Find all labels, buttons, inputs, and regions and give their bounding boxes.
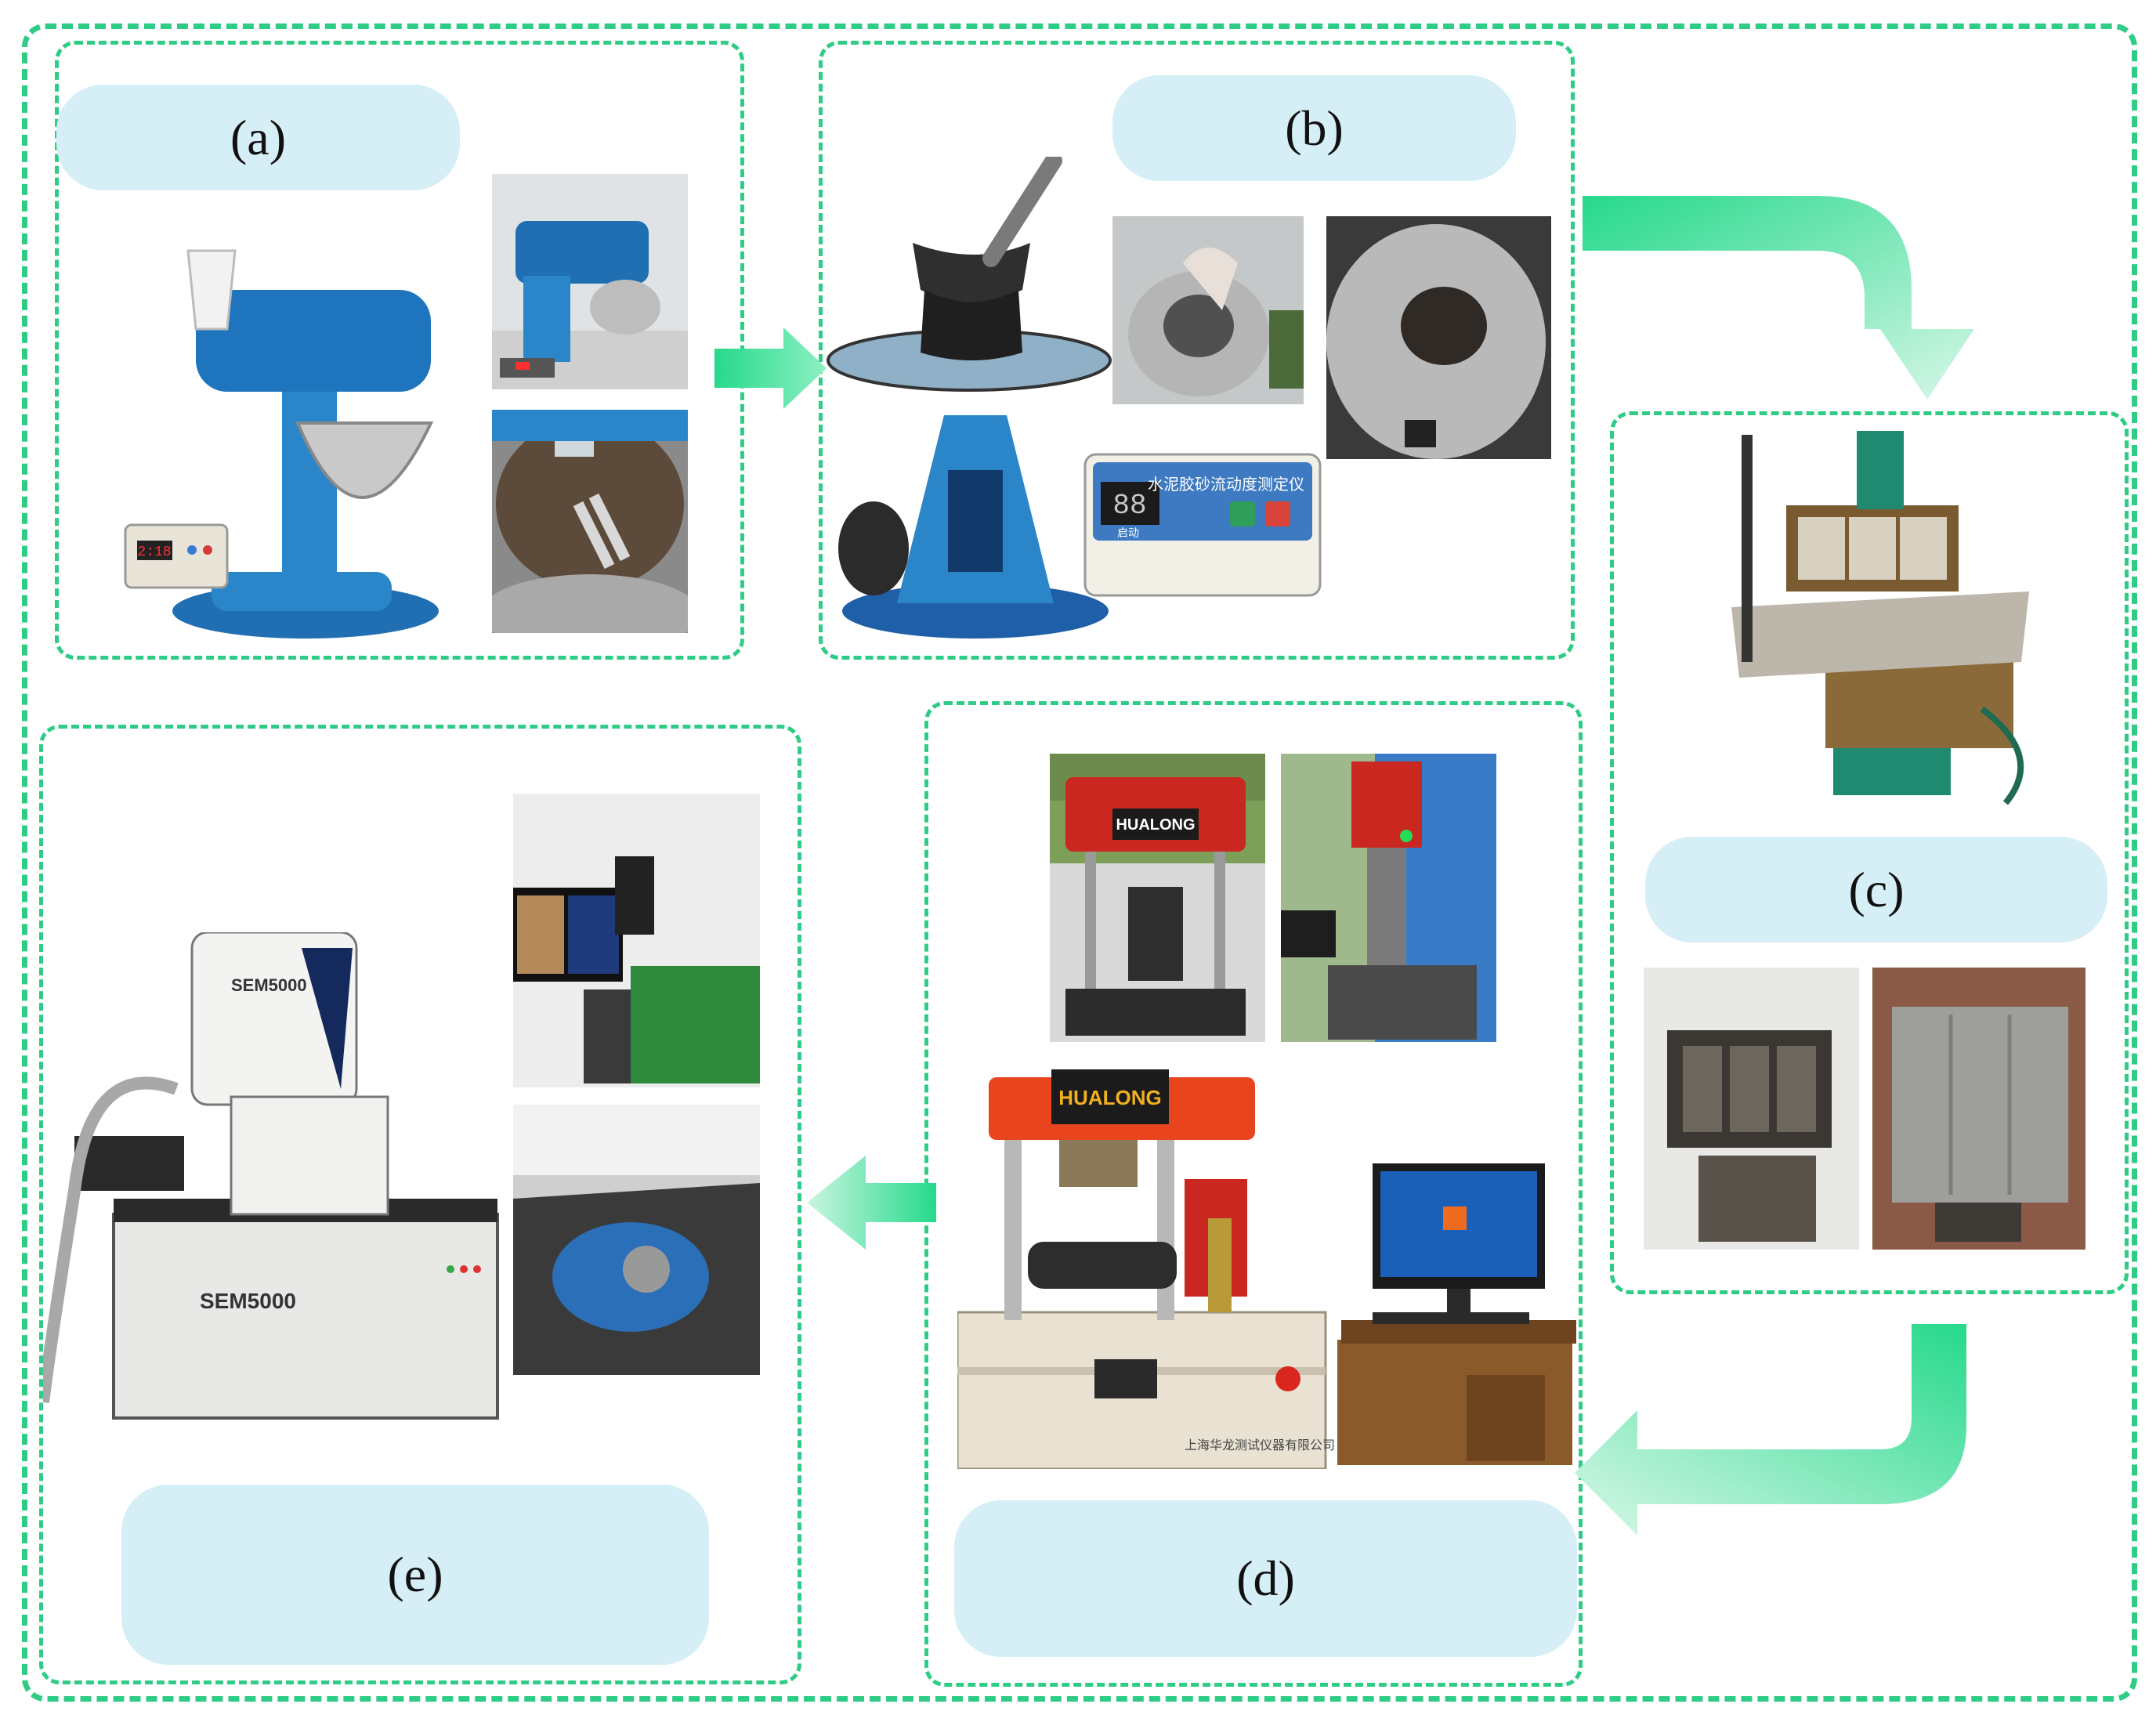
panel-c-label: (c) [1645,837,2107,942]
sem-base-label: SEM5000 [200,1289,296,1313]
panel-d-label: (d) [954,1500,1577,1657]
mould-photo-open [1644,968,1859,1250]
flow-photo-tamping [1112,216,1304,404]
mixer-display-text: 2:18 [137,544,171,560]
sem-illustration: SEM5000 SEM5000 [43,932,513,1434]
press-photo-brand: HUALONG [1116,816,1195,834]
flow-display-text: 88 [1112,490,1146,522]
press-photo-left: HUALONG [1050,754,1265,1042]
panel-c-frame [1610,411,2129,1294]
panel-b-frame [819,41,1575,660]
compaction-table-illustration [1716,427,2045,819]
press-footer-text: 上海华龙测试仪器有限公司 [1185,1438,1335,1452]
mixer-photo-top [492,174,688,389]
press-photo-right [1281,754,1496,1042]
sem-top-label: SEM5000 [231,975,307,995]
press-brand-text: HUALONG [1058,1086,1161,1109]
press-machine-illustration: 上海华龙测试仪器有限公司 HUALONG [957,1062,1576,1469]
mould-photo-closed [1872,968,2085,1250]
flow-panel-title: 水泥胶砂流动度测定仪 [1148,475,1304,494]
flow-controller-illustration: 88 水泥胶砂流动度测定仪 启动 [1081,447,1324,603]
flow-table-illustration [827,157,1112,642]
panel-e-label: (e) [121,1485,709,1665]
sem-photo-stage [513,1105,760,1375]
sem-photo-monitor [513,794,760,1087]
mixer-illustration: 2:18 [118,243,470,642]
outer-dashed-frame [22,24,2137,1702]
panel-a-label: (a) [56,85,460,190]
flow-panel-sub: 启动 [1117,527,1139,540]
flow-photo-spread [1326,216,1551,459]
panel-e-frame [39,725,801,1684]
mixer-photo-bowl [492,410,688,633]
panel-b-label: (b) [1112,75,1516,181]
